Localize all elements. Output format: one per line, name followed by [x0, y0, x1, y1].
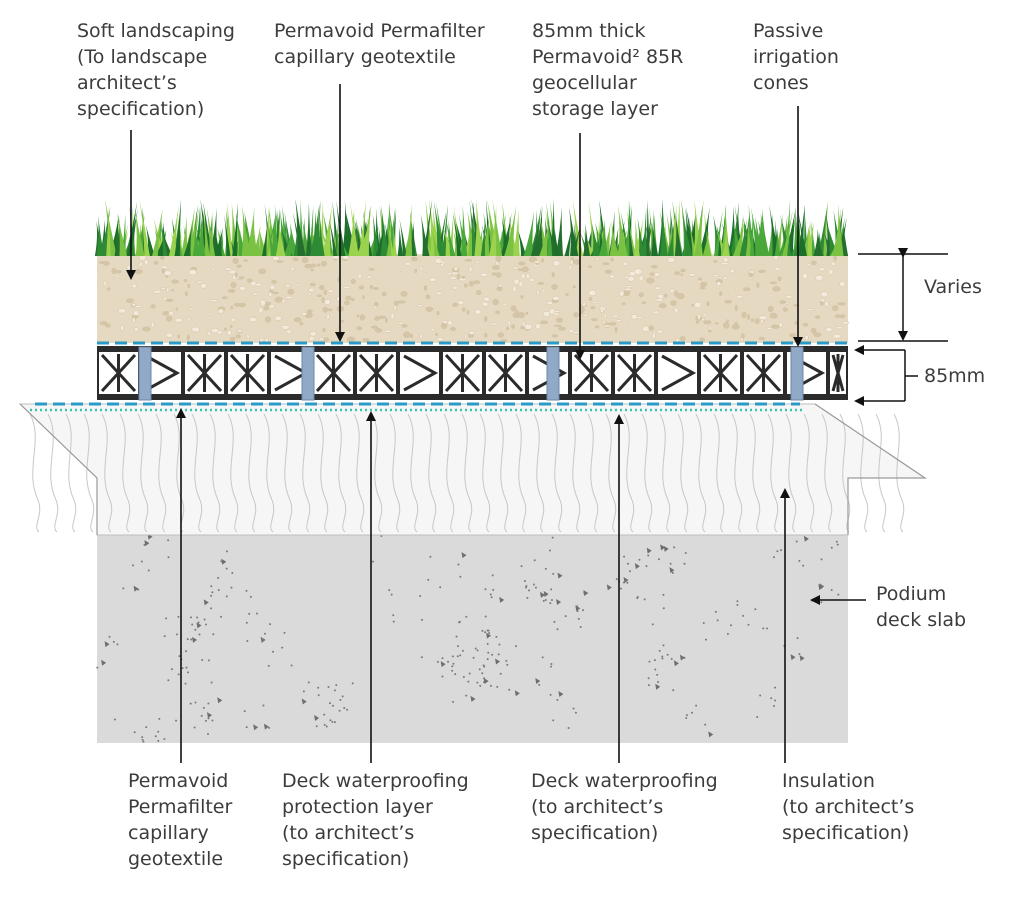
soil-texture	[98, 254, 850, 344]
irrigation-cones	[138, 346, 804, 401]
label-varies: Varies	[924, 276, 982, 298]
grass-layer	[94, 198, 849, 256]
concrete-aggregate	[96, 528, 840, 743]
soil-layer	[97, 254, 848, 343]
podium-deck-slab	[97, 535, 848, 743]
varies-dimension	[858, 248, 948, 342]
label-85mm: 85mm	[924, 365, 986, 387]
insulation-fibres	[29, 413, 905, 533]
geocell-units	[99, 352, 846, 394]
85mm-dimension	[854, 345, 918, 406]
